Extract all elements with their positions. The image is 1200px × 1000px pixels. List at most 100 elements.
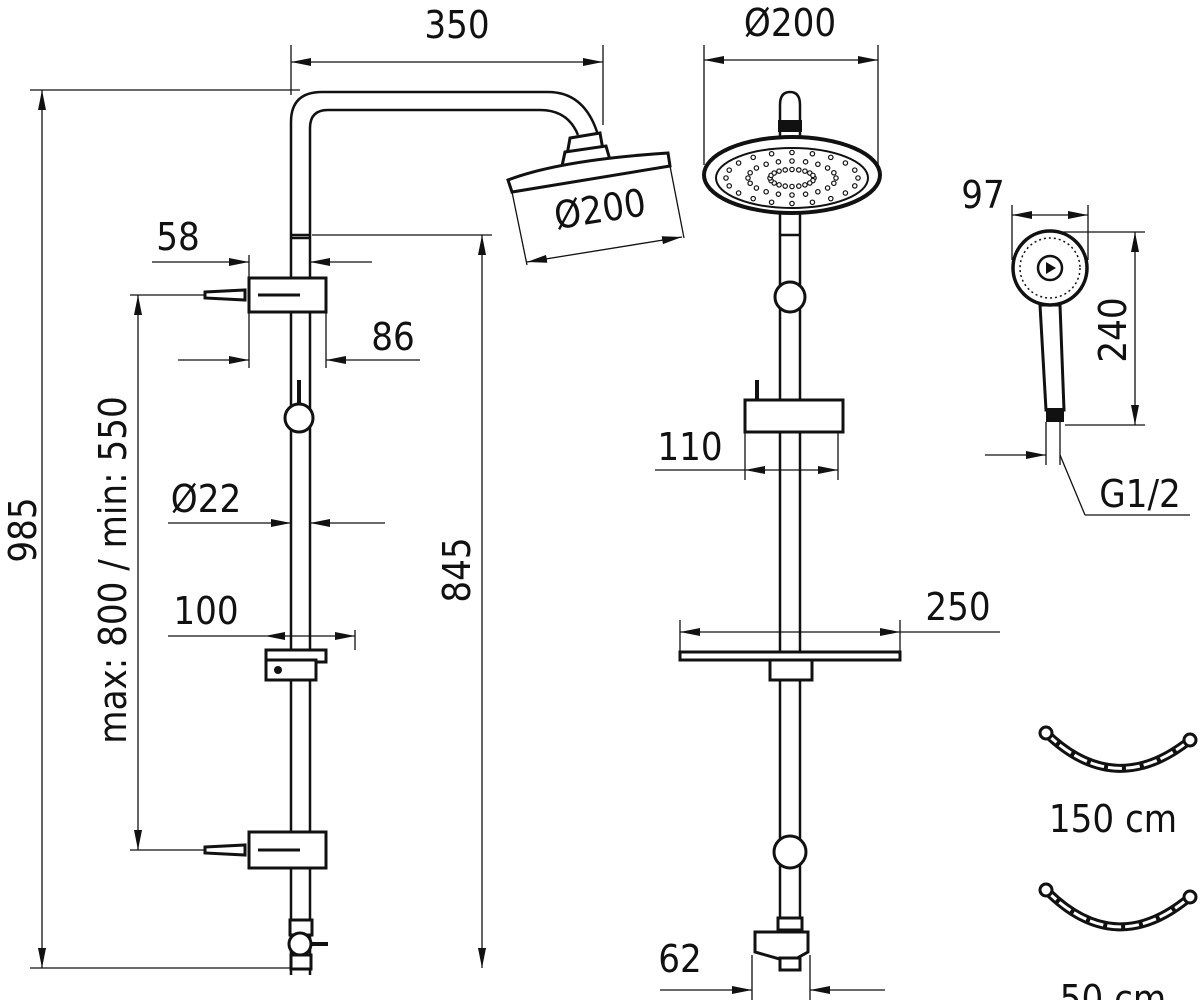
dim-label: 62 — [658, 937, 702, 981]
rain-shower-head-front — [702, 135, 882, 215]
nozzle — [750, 195, 757, 202]
dim-arm-length: 350 — [290, 3, 604, 125]
nozzle — [776, 168, 782, 174]
nozzle — [809, 199, 816, 206]
front-view: Ø200 110 250 62 — [655, 1, 1000, 1000]
nozzle — [815, 161, 821, 168]
nozzle — [723, 175, 729, 181]
nozzle — [809, 150, 816, 157]
dim-pole-diameter: Ø22 — [168, 477, 385, 527]
dim-head-diameter-front: Ø200 — [703, 1, 879, 165]
nozzle — [789, 192, 795, 198]
dim-label: 240 — [1091, 297, 1135, 362]
nozzle — [782, 167, 789, 173]
dim-label: 100 — [173, 589, 238, 633]
nozzle — [789, 200, 795, 207]
dim-valve-width: 62 — [658, 937, 885, 1000]
nozzle — [842, 160, 849, 166]
dim-bracket-offset: 58 — [152, 215, 372, 278]
nozzle — [735, 160, 742, 166]
dim-shelf-width: 250 — [679, 585, 1000, 652]
nozzle — [775, 191, 782, 197]
dim-hand-length: 240 — [1060, 231, 1145, 426]
shower-column-side — [289, 90, 600, 975]
shelf-front — [678, 650, 902, 682]
nozzle — [735, 190, 742, 196]
nozzle — [802, 159, 809, 165]
dim-label: max: 800 / min: 550 — [91, 396, 135, 743]
dim-slider-width: 110 — [655, 425, 839, 480]
nozzle — [747, 180, 753, 187]
nozzle — [768, 199, 775, 206]
nozzle — [745, 175, 751, 181]
dim-total-height: 985 — [1, 89, 300, 969]
nozzle — [815, 188, 821, 195]
rain-shower-head-side — [506, 131, 672, 194]
knob-front-lower — [772, 834, 808, 870]
dim-pole-height: 845 — [312, 234, 492, 968]
dim-label: 110 — [657, 425, 722, 469]
dim-bracket-spacing: max: 800 / min: 550 — [91, 294, 205, 851]
dim-label: 58 — [156, 215, 200, 259]
nozzle — [789, 149, 795, 156]
dim-label: 985 — [1, 497, 45, 562]
nozzle — [726, 183, 733, 189]
dim-label: G1/2 — [1099, 472, 1181, 516]
hose-label: 150 cm — [1049, 797, 1177, 841]
dim-label: 845 — [435, 537, 479, 602]
soap-dish-side — [264, 648, 328, 682]
knob-side — [283, 380, 315, 434]
hose-50: 50 cm — [1038, 882, 1198, 1000]
nozzle — [789, 183, 795, 190]
nozzle — [726, 167, 733, 173]
nozzle — [851, 183, 858, 189]
nozzle — [775, 159, 782, 165]
nozzle — [833, 175, 839, 181]
diverter-valve-front — [753, 916, 810, 972]
nozzle — [831, 169, 837, 176]
dim-thread: G1/2 — [985, 422, 1190, 516]
shower-column-front — [778, 90, 802, 930]
nozzle — [782, 183, 789, 189]
dim-label: Ø200 — [744, 1, 836, 45]
dim-label: 350 — [424, 3, 489, 47]
nozzle — [851, 167, 858, 173]
nozzle — [855, 175, 861, 181]
dim-bracket-depth: 86 — [178, 312, 420, 368]
diverter-valve-side — [287, 918, 328, 971]
nozzle — [753, 165, 760, 171]
nozzle — [789, 166, 795, 173]
nozzle-pattern — [723, 149, 861, 207]
side-view: 350 985 845 58 86 — [1, 3, 685, 975]
nozzle — [802, 191, 809, 197]
nozzle — [753, 185, 760, 191]
nozzle — [763, 161, 769, 168]
nozzle — [747, 169, 753, 176]
knob-front — [773, 280, 807, 314]
dim-soap-dish: 100 — [168, 589, 356, 650]
nozzle — [824, 165, 831, 171]
dim-label: 250 — [925, 585, 990, 629]
hose-150: 150 cm — [1038, 725, 1198, 841]
nozzle — [827, 195, 834, 202]
nozzle — [795, 167, 802, 173]
wall-anchor-icon — [203, 843, 247, 857]
nozzle — [824, 185, 831, 191]
nozzle — [810, 172, 816, 179]
nozzle — [802, 168, 808, 174]
nozzle — [842, 190, 849, 196]
dim-label: 97 — [961, 173, 1005, 217]
dim-label: Ø22 — [171, 477, 241, 521]
wall-bracket-top — [203, 276, 328, 314]
nozzle — [750, 154, 757, 161]
nozzle — [827, 154, 834, 161]
nozzle — [768, 150, 775, 157]
nozzle — [831, 180, 837, 187]
slider-front — [743, 380, 845, 434]
nozzle — [802, 182, 808, 188]
nozzle — [795, 183, 802, 189]
hose-label: 50 cm — [1060, 977, 1166, 1000]
hand-shower: 97 240 G1/2 — [961, 173, 1190, 516]
nozzle — [789, 158, 795, 164]
